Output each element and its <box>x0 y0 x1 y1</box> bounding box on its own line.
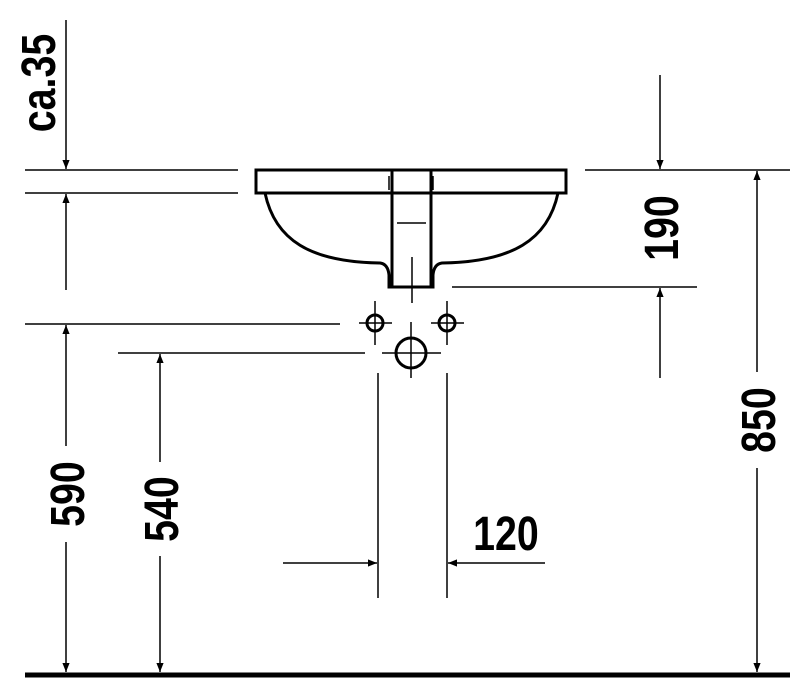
label-basin-height: 190 <box>635 195 689 261</box>
dimension-lines <box>62 20 761 672</box>
washbasin <box>254 168 568 303</box>
label-rim-depth: ca.35 <box>12 34 66 132</box>
label-drain-height: 590 <box>41 461 95 527</box>
label-waste-height: 540 <box>135 476 189 542</box>
extension-lines <box>25 169 790 598</box>
tap-hole-right <box>431 301 464 345</box>
tap-hole-left <box>359 301 392 345</box>
label-rim-height: 850 <box>732 387 786 453</box>
label-tap-spacing: 120 <box>473 507 539 561</box>
waste-outlet <box>382 322 441 378</box>
